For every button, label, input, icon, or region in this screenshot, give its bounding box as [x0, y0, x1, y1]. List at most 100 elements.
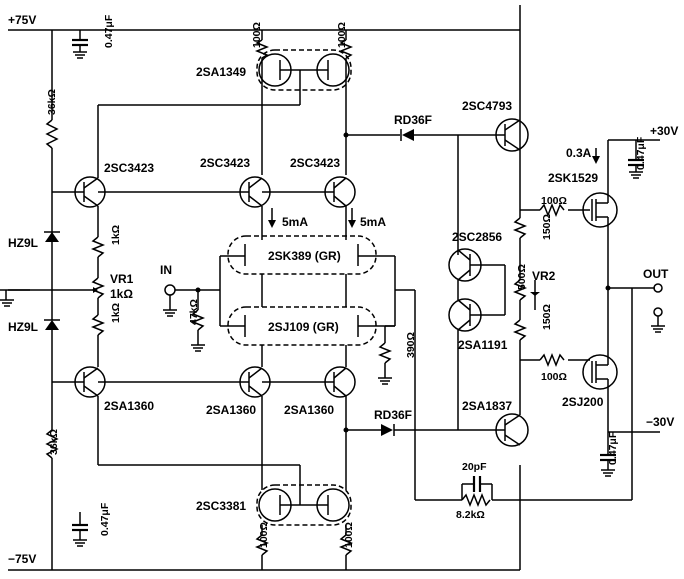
- q-2sk389-label: 2SK389 (GR): [268, 249, 341, 263]
- zener-top-icon: [45, 232, 59, 242]
- cap-pos30-label: 0.47μF: [635, 136, 647, 170]
- zener-top-label: HZ9L: [8, 236, 38, 250]
- diode-top-label: RD36F: [394, 113, 432, 127]
- resistor-100-top-a: [254, 39, 270, 59]
- resistor-1k-bottom: [90, 314, 106, 336]
- r36k-top-label: 36kΩ: [46, 89, 58, 115]
- current-right-label: 5mA: [360, 215, 386, 229]
- q-2sa1360-mid-label: 2SA1360: [206, 403, 256, 417]
- zener-bottom-label: HZ9L: [8, 320, 38, 334]
- resistor-100-bot-a: [254, 534, 270, 556]
- vr1-value: 1kΩ: [110, 287, 133, 301]
- r100-top-b-label: 100Ω: [336, 22, 348, 48]
- resistor-gate-top: [539, 202, 565, 218]
- ground-390-icon: [378, 377, 392, 385]
- bias-stage: 2SC2856 2SA1191 150Ω 500Ω VR2 150Ω: [448, 210, 556, 360]
- r100-gate-top-label: 100Ω: [541, 195, 567, 207]
- input-section: IN 47kΩ: [160, 263, 220, 352]
- r100-gate-bottom-label: 100Ω: [541, 371, 567, 383]
- output-stage: 100Ω 2SK1529 0.3A 100Ω 2SJ200: [520, 139, 660, 433]
- bias-current-label: 0.3A: [566, 146, 592, 160]
- r1k-bottom-label: 1kΩ: [110, 303, 122, 323]
- resistor-500: [512, 279, 528, 301]
- cap-feedback-label: 20pF: [462, 461, 487, 473]
- resistor-150-bottom: [512, 319, 528, 341]
- r500-label: 500Ω: [516, 264, 528, 290]
- r36k-bottom-label: 36kΩ: [48, 429, 60, 455]
- r100-bot-a-label: 100Ω: [258, 522, 270, 548]
- current-left-label: 5mA: [282, 215, 308, 229]
- r150-top-label: 150Ω: [541, 214, 553, 240]
- ground-pos30-cap-icon: [629, 171, 643, 179]
- r100-top-a-label: 100Ω: [251, 22, 263, 48]
- resistor-100-bot-b: [338, 534, 354, 556]
- q-2sc4793-label: 2SC4793: [462, 99, 512, 113]
- q-2sa1837-label: 2SA1837: [462, 399, 512, 413]
- resistor-390: [377, 342, 393, 364]
- pos30-label: +30V: [650, 124, 678, 138]
- r-feedback-label: 8.2kΩ: [456, 509, 485, 521]
- ground-cap-bottom-icon: [73, 539, 87, 547]
- ground-neg30-cap-icon: [601, 469, 615, 477]
- input-jack-icon[interactable]: [164, 284, 176, 296]
- q-2sk1529-icon: [582, 192, 618, 228]
- output-jack-icon[interactable]: [653, 283, 663, 293]
- input-label: IN: [160, 263, 172, 277]
- diode-bottom-icon: [381, 424, 393, 436]
- q-2sc3381-label: 2SC3381: [196, 499, 246, 513]
- cap-bottom-left-label: 0.47μF: [99, 502, 111, 536]
- ground-left-icon: [0, 299, 14, 307]
- driver-diodes: RD36F RD36F: [343, 113, 495, 436]
- q-2sa1191-label: 2SA1191: [458, 338, 508, 352]
- jfet-input-stage: 2SK389 (GR) 2SJ109 (GR) 390Ω: [219, 235, 417, 385]
- top-mirror: 100Ω 100Ω 2SA1349: [196, 22, 354, 175]
- neg75-label: −75V: [8, 552, 36, 566]
- resistor-47k: [190, 309, 206, 331]
- resistor-36k-bottom: [45, 429, 59, 459]
- output-label: OUT: [643, 267, 669, 281]
- dual-2sj109-outline: [227, 306, 377, 346]
- ground-input-icon: [163, 309, 177, 317]
- neg30-label: −30V: [646, 415, 674, 429]
- q-2sj200-label: 2SJ200: [562, 395, 604, 409]
- ground-47k-icon: [191, 344, 205, 352]
- vr1-name: VR1: [110, 272, 134, 286]
- dual-2sk389-outline: [227, 235, 377, 275]
- resistor-1k-top: [90, 236, 106, 258]
- q-2sj200-icon: [582, 354, 618, 390]
- dual-2sc3381-outline: [256, 484, 352, 526]
- input-bias-stage: 2SC3423 1kΩ VR1 1kΩ 1kΩ 2SA1360: [52, 104, 300, 466]
- r390-label: 390Ω: [405, 332, 417, 358]
- resistor-36k-top: [45, 119, 59, 149]
- resistor-100-top-b: [338, 39, 354, 59]
- r1k-top-label: 1kΩ: [110, 225, 122, 245]
- diode-top-icon: [402, 129, 414, 141]
- cascode-bottom: 2SA1360 2SA1360: [98, 366, 356, 490]
- cap-neg30-label: 0.47μF: [607, 431, 619, 465]
- resistor-150-top: [512, 217, 528, 239]
- dual-2sa1349-outline: [256, 49, 352, 91]
- cap-top-left-label: 0.47μF: [103, 14, 115, 48]
- driver-stage: 2SC4793 2SA1837: [457, 99, 529, 447]
- q-2sj109-label: 2SJ109 (GR): [268, 320, 339, 334]
- q-2sk1529-label: 2SK1529: [548, 171, 598, 185]
- q-2sc3423-right-label: 2SC3423: [290, 156, 340, 170]
- diode-bottom-label: RD36F: [374, 408, 412, 422]
- r47k-label: 47kΩ: [188, 299, 200, 325]
- ground-output-icon: [651, 325, 665, 333]
- q-2sc3423-mid-label: 2SC3423: [200, 156, 250, 170]
- output-section: OUT 0.47μF 0.47μF 20pF 8.2kΩ: [414, 136, 669, 521]
- zener-bottom-icon: [45, 320, 59, 330]
- bottom-mirror: 2SC3381 100Ω 100Ω: [196, 465, 355, 570]
- resistor-gate-bottom: [539, 352, 565, 368]
- rails: +75V −75V +30V −30V: [8, 5, 678, 571]
- q-2sc2856-label: 2SC2856: [452, 230, 502, 244]
- q-2sa1349-label: 2SA1349: [196, 65, 246, 79]
- ground-cap-top-icon: [73, 51, 87, 59]
- pos75-label: +75V: [8, 13, 36, 27]
- r100-bot-b-label: 100Ω: [343, 522, 355, 548]
- q-2sa1360-left-label: 2SA1360: [104, 399, 154, 413]
- vr1-icon: [90, 277, 106, 299]
- left-bias-network: 36kΩ HZ9L HZ9L 36kΩ 0.47μF 0.47μF: [0, 14, 115, 570]
